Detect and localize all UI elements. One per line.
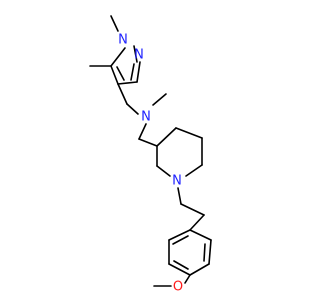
bond	[138, 123, 147, 140]
bond	[117, 81, 138, 85]
piperidine-n-label: N	[172, 174, 182, 189]
bond	[203, 243, 206, 262]
bond	[185, 164, 203, 177]
bond	[173, 260, 189, 270]
bond	[136, 61, 141, 83]
bond	[116, 66, 125, 81]
bond	[172, 235, 189, 245]
bond	[189, 214, 205, 231]
n-methyl-bond	[152, 93, 167, 106]
pyrazole-n2-label: N	[134, 48, 144, 63]
molecule-structure: N N N N O	[89, 15, 212, 295]
bond	[189, 263, 210, 276]
bond	[133, 45, 138, 63]
piperidine-ring	[156, 127, 203, 177]
pyrazole-n1-label: N	[118, 33, 128, 48]
bond	[138, 138, 158, 147]
bond	[168, 263, 191, 276]
pyrazole-ring	[110, 45, 141, 85]
bond	[117, 83, 128, 105]
bond	[168, 229, 191, 241]
bond	[110, 47, 126, 67]
bond	[126, 103, 139, 115]
bond	[180, 203, 205, 216]
bond	[175, 127, 203, 139]
n-methyl-bond	[110, 15, 119, 32]
bond	[208, 239, 212, 265]
bond	[189, 229, 212, 241]
benzene-ring	[168, 229, 212, 276]
bond	[156, 127, 177, 147]
methoxy-o-label: O	[173, 280, 183, 295]
bond	[156, 165, 171, 177]
bond	[177, 187, 182, 205]
bond	[110, 65, 119, 85]
amine-n-label: N	[141, 110, 151, 125]
bond	[184, 274, 191, 284]
bond	[130, 63, 135, 81]
